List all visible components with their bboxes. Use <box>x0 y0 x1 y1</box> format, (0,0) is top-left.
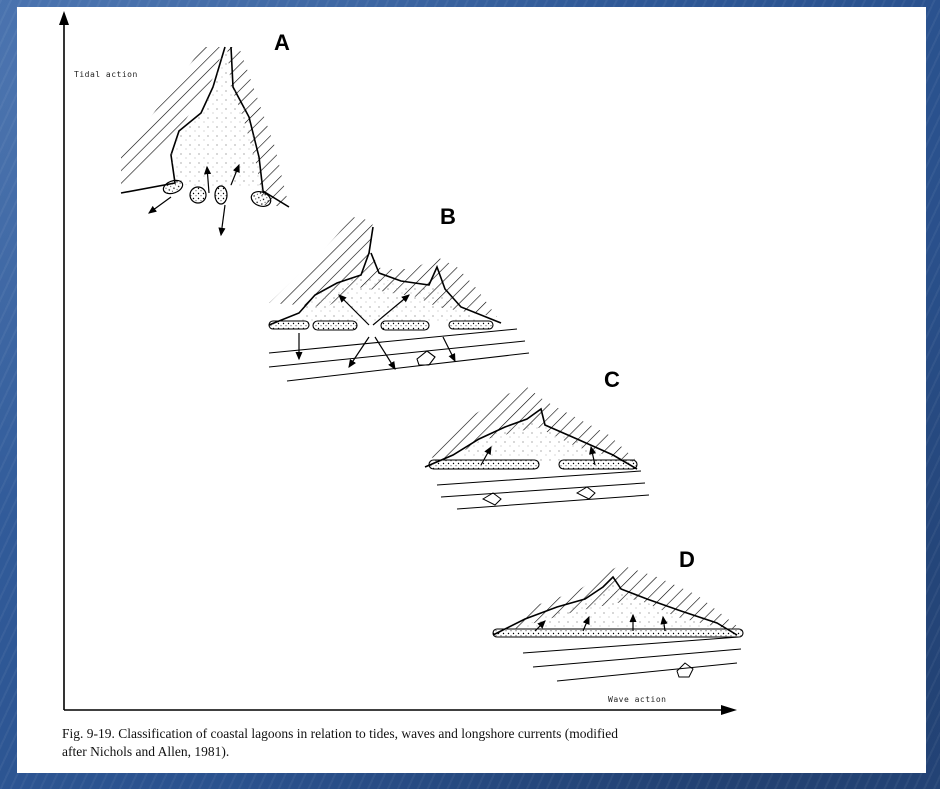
lagoon-b-wave-symbol <box>417 351 435 365</box>
lagoon-a-sketch <box>121 47 289 235</box>
lagoon-c-sketch <box>425 387 649 509</box>
lagoon-c-wave-symbol-1 <box>483 493 501 505</box>
lagoon-b-arrow-3 <box>349 337 369 367</box>
lagoon-c-longshore-lines <box>437 471 649 509</box>
lagoon-d-barrier <box>493 629 743 637</box>
lagoon-a-arrow-4 <box>221 205 225 235</box>
lagoon-b-shoal-3 <box>381 321 429 330</box>
lagoon-a-shoal-2 <box>190 187 206 203</box>
label-b: B <box>440 204 456 230</box>
lagoon-d-sketch <box>493 565 743 681</box>
label-a: A <box>274 30 290 56</box>
lagoon-b-longshore-lines <box>269 329 529 381</box>
figure-panel: Tidal action Wave action A B C D <box>17 7 926 773</box>
lagoon-b-shoal-2 <box>313 321 357 330</box>
x-axis-arrowhead <box>721 705 737 715</box>
label-d: D <box>679 547 695 573</box>
caption-line-2: after Nichols and Allen, 1981). <box>62 743 882 761</box>
lagoon-b-shoal-1 <box>269 321 309 329</box>
label-c: C <box>604 367 620 393</box>
lagoon-b-shoal-4 <box>449 321 493 329</box>
lagoon-a-arrow-1 <box>149 197 171 213</box>
figure-caption: Fig. 9-19. Classification of coastal lag… <box>62 725 882 761</box>
lagoon-a-shoal-3 <box>215 186 227 204</box>
x-axis-label: Wave action <box>608 695 666 704</box>
lagoon-c-wave-symbol-2 <box>577 487 595 499</box>
lagoon-c-barrier-2 <box>559 460 637 469</box>
lagoon-c-barrier-1 <box>429 460 539 469</box>
lagoon-classification-diagram <box>17 7 926 773</box>
caption-line-1: Fig. 9-19. Classification of coastal lag… <box>62 725 882 743</box>
lagoon-d-wave-symbol <box>677 663 693 677</box>
y-axis-label: Tidal action <box>74 70 138 79</box>
lagoon-b-sketch <box>269 217 529 381</box>
y-axis-arrowhead <box>59 11 69 25</box>
lagoon-d-longshore-lines <box>523 637 741 681</box>
